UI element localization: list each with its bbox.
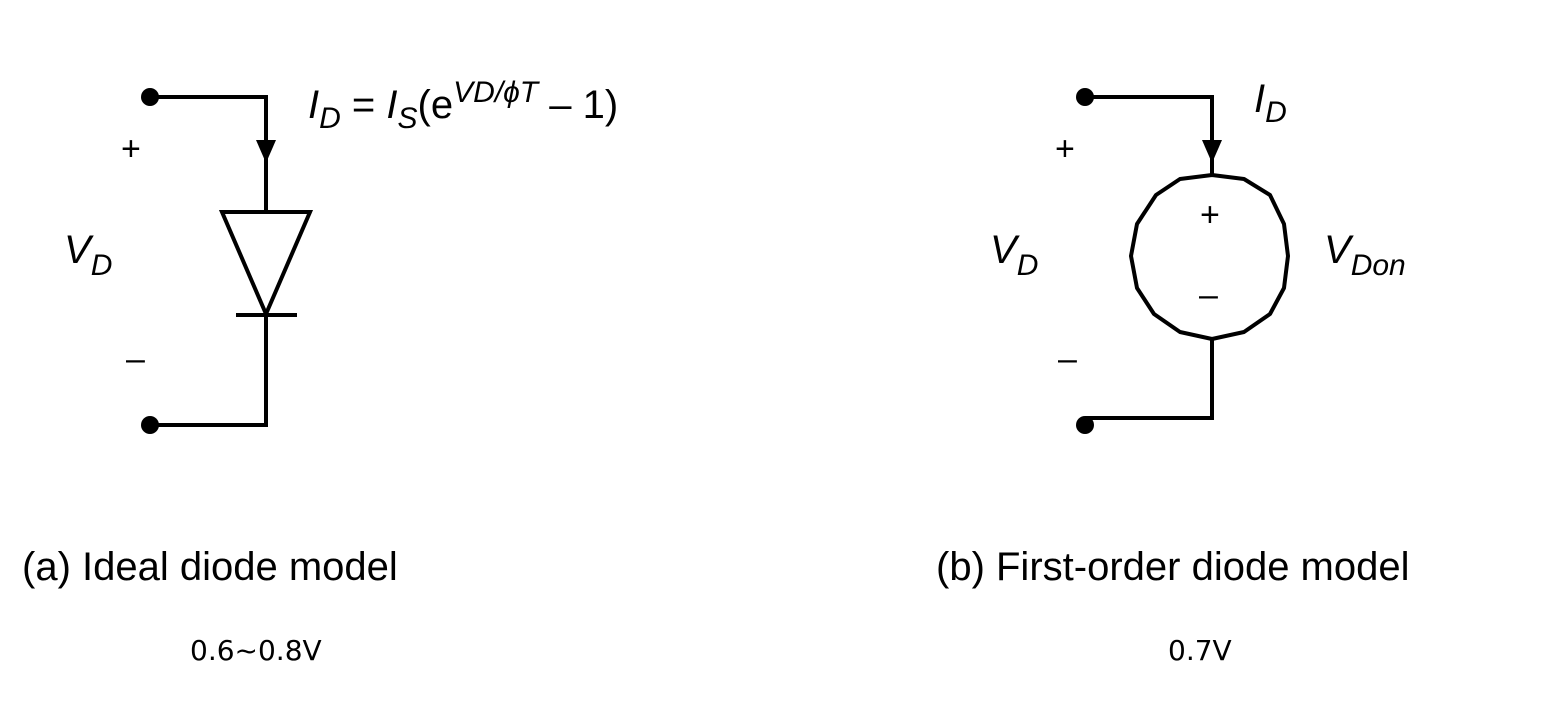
- ideal-diode-circuit: [141, 88, 314, 434]
- id-label-b: ID: [1254, 77, 1287, 129]
- current-arrow-a: [256, 140, 276, 163]
- vd-label-a: VD: [64, 228, 112, 282]
- wire-bottom-b: [1085, 339, 1214, 420]
- diode-equation: ID = IS(eVD/ϕT – 1): [308, 76, 618, 135]
- voltage-note-a: 0.6~0.8V: [190, 634, 322, 667]
- first-order-circuit: [1076, 88, 1290, 434]
- terminal-bottom-b: [1076, 416, 1094, 434]
- plus-sign-a: +: [121, 130, 141, 168]
- voltage-note-b: 0.7V: [1168, 634, 1232, 667]
- source-minus-sign: –: [1199, 276, 1218, 314]
- minus-sign-b: –: [1058, 340, 1077, 378]
- source-plus-sign: +: [1200, 196, 1220, 234]
- vd-label-b: VD: [990, 228, 1038, 282]
- wire-top-a: [150, 95, 268, 212]
- current-arrow-b: [1202, 140, 1222, 163]
- plus-sign-b: +: [1055, 130, 1075, 168]
- caption-b: (b) First-order diode model: [936, 545, 1410, 589]
- wire-top-b: [1085, 95, 1214, 175]
- diode-symbol: [218, 210, 314, 320]
- minus-sign-a: –: [126, 340, 145, 378]
- vdon-label: VDon: [1324, 228, 1406, 282]
- wire-bottom-a: [150, 315, 268, 427]
- caption-a: (a) Ideal diode model: [22, 545, 398, 589]
